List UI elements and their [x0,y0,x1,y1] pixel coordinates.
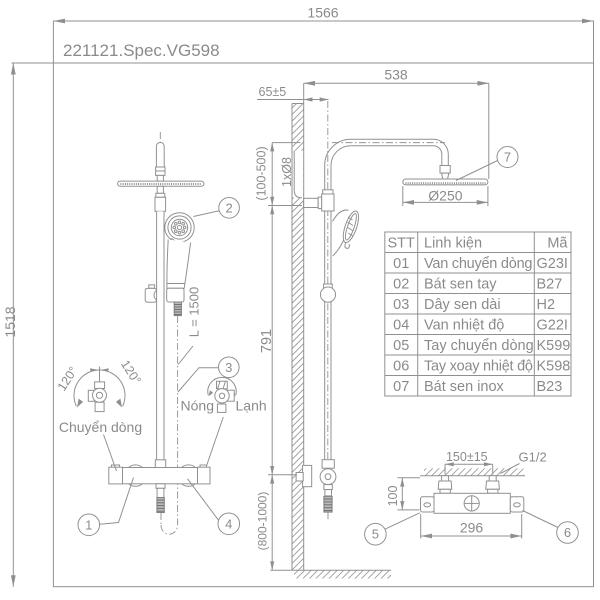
svg-text:150±15: 150±15 [446,450,488,464]
svg-text:538: 538 [384,67,408,83]
svg-text:G23I: G23I [537,256,568,272]
svg-text:221121.Spec.VG598: 221121.Spec.VG598 [63,41,220,60]
svg-text:04: 04 [393,318,409,334]
svg-text:7: 7 [504,150,511,165]
svg-text:07: 07 [393,379,409,395]
svg-text:05: 05 [393,338,409,354]
svg-text:Ø250: Ø250 [428,187,462,203]
svg-text:4: 4 [225,516,232,531]
svg-text:Bát sen tay: Bát sen tay [424,277,497,293]
svg-text:K599: K599 [537,338,571,354]
svg-text:Tay chuyển dòng: Tay chuyển dòng [424,338,534,354]
svg-text:B23: B23 [537,379,563,395]
svg-text:K598: K598 [537,359,571,375]
svg-text:G22I: G22I [537,318,568,334]
svg-text:01: 01 [393,256,409,272]
svg-text:G1/2: G1/2 [519,450,547,465]
svg-text:STT: STT [388,236,416,252]
svg-text:1: 1 [85,517,92,532]
svg-text:06: 06 [393,359,409,375]
svg-text:1518: 1518 [2,306,18,337]
svg-text:Nóng: Nóng [181,398,214,414]
svg-text:Van nhiệt độ: Van nhiệt độ [424,318,504,334]
svg-text:5: 5 [372,527,379,542]
svg-text:65±5: 65±5 [259,85,287,99]
svg-text:Tay xoay nhiệt độ: Tay xoay nhiệt độ [424,359,533,375]
svg-text:1566: 1566 [307,5,338,21]
svg-text:(100-500): (100-500) [255,146,269,200]
svg-text:Van chuyển dòng: Van chuyển dòng [424,256,533,272]
svg-text:1xØ8: 1xØ8 [280,157,294,187]
svg-text:6: 6 [564,525,571,540]
svg-text:H2: H2 [537,297,556,313]
svg-text:Bát sen inox: Bát sen inox [424,379,505,395]
svg-text:Mã: Mã [547,236,568,252]
svg-text:296: 296 [460,520,484,536]
svg-text:2: 2 [225,200,232,215]
svg-text:03: 03 [393,297,409,313]
svg-text:Chuyển dòng: Chuyển dòng [59,419,142,435]
svg-text:B27: B27 [537,277,563,293]
svg-text:Lạnh: Lạnh [236,398,267,414]
svg-text:Linh kiện: Linh kiện [424,236,482,252]
svg-text:791: 791 [259,329,275,353]
svg-text:L = 1500: L = 1500 [187,287,202,337]
svg-text:02: 02 [393,277,409,293]
svg-text:100: 100 [386,486,400,507]
svg-text:3: 3 [225,360,232,375]
svg-text:(800-1000): (800-1000) [256,492,270,551]
svg-text:Dây sen dài: Dây sen dài [424,297,501,313]
